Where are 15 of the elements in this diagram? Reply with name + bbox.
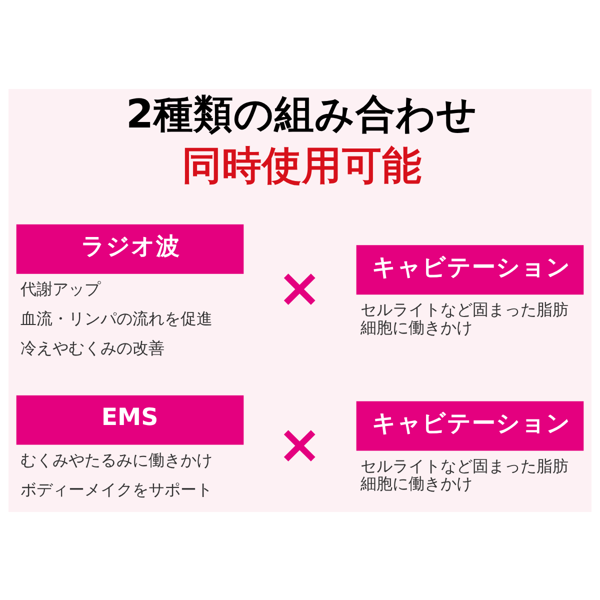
node-box: ラジオ波 xyxy=(16,224,244,274)
label: × xyxy=(277,412,322,475)
label: 同時使用可能 xyxy=(182,142,422,188)
diagram-title: 2種類の組み合わせ xyxy=(126,91,478,138)
label: × xyxy=(277,256,322,319)
node-box: キャビテーション xyxy=(356,400,584,450)
node-label: 血流・リンパの流れを促進 xyxy=(20,308,212,328)
node-label: むくみやたるみに働きかけ xyxy=(20,450,212,469)
node-box: キャビテーション xyxy=(356,244,584,294)
node-label: セルライトなど固まった脂肪細胞に働きかけ xyxy=(360,456,568,493)
node-label: 代謝アップ xyxy=(20,278,100,298)
node-label: ボディーメイクをサポート xyxy=(20,480,212,498)
node-box: EMS xyxy=(16,394,244,444)
node-label: 冷えやむくみの改善 xyxy=(20,338,164,358)
node-label: セルライトなど固まった脂肪細胞に働きかけ xyxy=(360,300,568,336)
